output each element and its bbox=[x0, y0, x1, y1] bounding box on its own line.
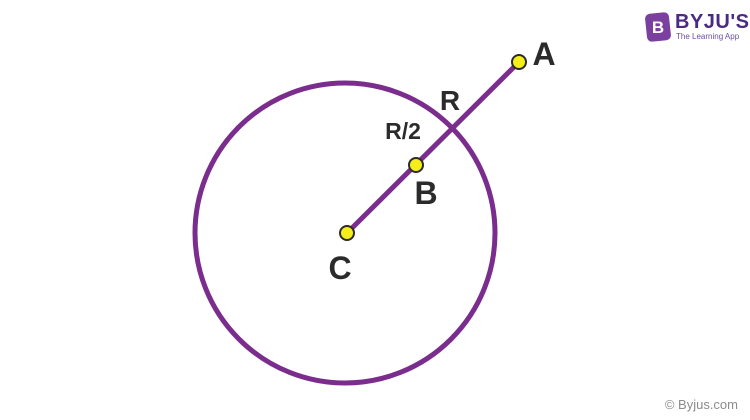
label-point-a: A bbox=[532, 36, 555, 72]
byjus-logo-name: BYJU'S bbox=[675, 11, 750, 33]
label-radius: R bbox=[440, 85, 460, 116]
segment-c-to-a bbox=[344, 59, 522, 236]
circle bbox=[192, 80, 498, 386]
point-a bbox=[511, 54, 527, 70]
label-half-radius: R/2 bbox=[385, 118, 421, 144]
point-b bbox=[408, 157, 424, 173]
byjus-logo-badge: B bbox=[645, 12, 671, 42]
label-point-b: B bbox=[414, 175, 437, 211]
svg-text:B: B bbox=[652, 18, 664, 37]
copyright-notice: © Byjus.com bbox=[664, 397, 738, 412]
point-c bbox=[339, 225, 355, 241]
byjus-logo: B BYJU'S The Learning App bbox=[645, 11, 749, 44]
byjus-logo-tagline: The Learning App bbox=[676, 32, 740, 41]
label-point-c: C bbox=[328, 250, 351, 286]
